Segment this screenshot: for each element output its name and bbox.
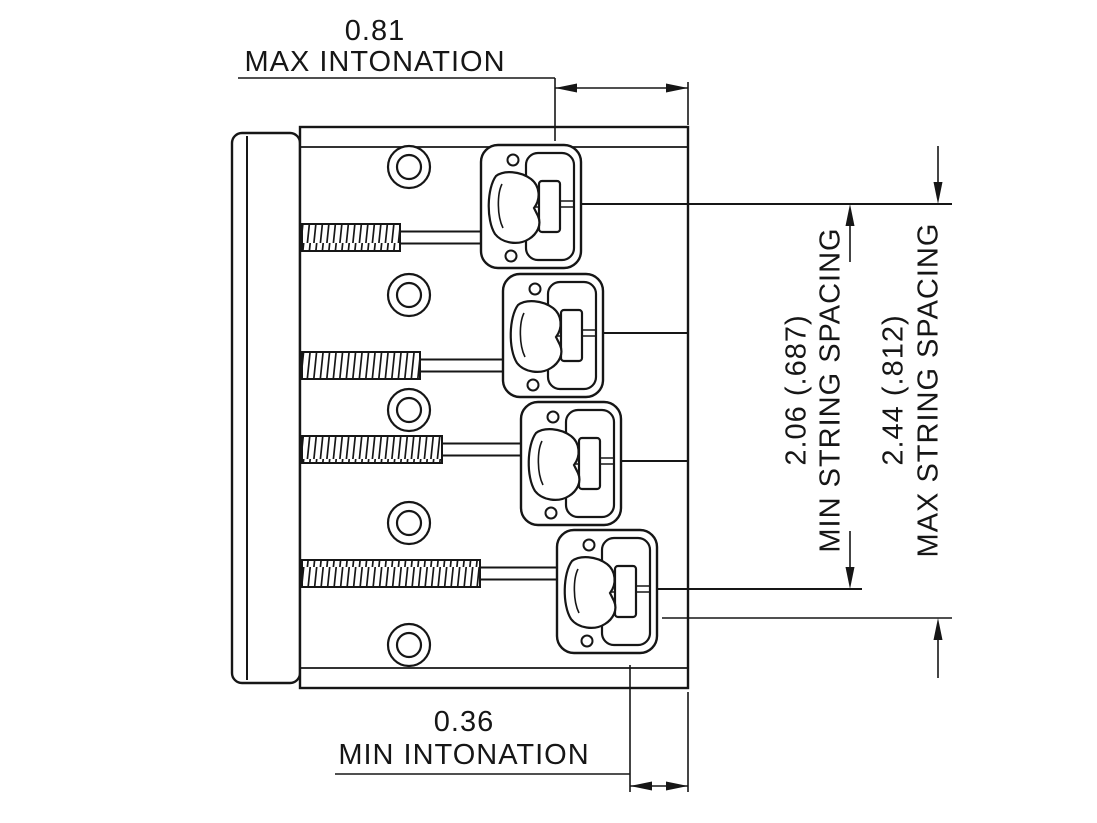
dimension-max-intonation [238,77,689,141]
arrowhead-left-icon [555,83,577,93]
dimension-min-string-spacing [845,204,855,589]
mounting-hole-inner [395,153,423,181]
mounting-hole-inner [395,631,423,659]
dimension-max-string-spacing [933,146,943,678]
spring-1 [301,223,401,252]
mounting-hole-inner [395,396,423,424]
saddle-1 [479,143,583,270]
arrowhead-down-icon [933,182,943,204]
saddle-3 [519,400,623,527]
max-intonation-label: MAX INTONATION [244,46,505,78]
mounting-flange [230,131,302,685]
arrowhead-up-icon [845,204,855,226]
max-intonation-value: 0.81 [345,15,405,47]
spring-2 [301,351,421,380]
saddle-4 [555,528,659,655]
arrowhead-right-icon [666,83,688,93]
max-string-spacing-value: 2.44 (.812) [878,314,910,465]
mounting-hole-inner [395,281,423,309]
spring-3 [301,435,443,464]
min-string-spacing-value: 2.06 (.687) [781,314,813,465]
mounting-holes [386,144,432,668]
dimension-min-intonation [335,665,689,792]
min-intonation-value: 0.36 [434,706,494,738]
mounting-hole-inner [395,509,423,537]
intonation-springs [301,223,576,588]
arrowhead-up-icon [933,618,943,640]
saddle-2 [501,272,605,399]
arrowhead-left-icon [630,781,652,791]
max-string-spacing-label: MAX STRING SPACING [913,223,945,558]
spring-4 [301,559,481,588]
min-intonation-label: MIN INTONATION [338,739,589,771]
min-string-spacing-label: MIN STRING SPACING [815,227,847,552]
arrowhead-right-icon [666,781,688,791]
arrowhead-down-icon [845,567,855,589]
